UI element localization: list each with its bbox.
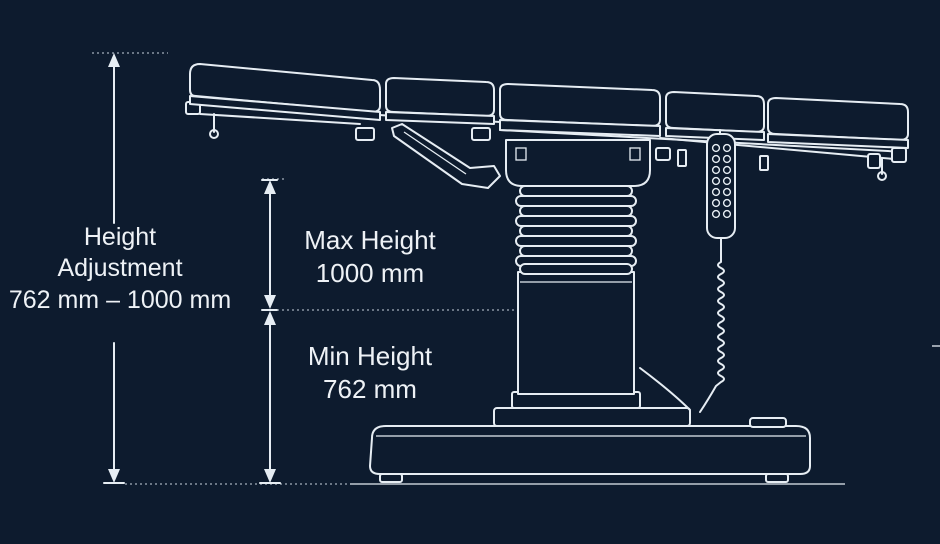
column-head bbox=[505, 139, 651, 187]
min-height-label: Min Height 762 mm bbox=[290, 340, 450, 405]
height-adjustment-line2: Adjustment bbox=[57, 254, 183, 283]
max-height-dimension-arrow bbox=[261, 179, 278, 309]
max-height-value: 1000 mm bbox=[315, 257, 425, 288]
max-height-title: Max Height bbox=[304, 225, 436, 255]
column-bellows bbox=[515, 185, 637, 275]
table-base bbox=[369, 407, 811, 483]
remote-buttons bbox=[711, 143, 732, 219]
height-adjustment-line1: Height bbox=[83, 223, 157, 251]
leg-section-lower bbox=[767, 97, 909, 141]
height-adjustment-label: Height Adjustment 762 mm – 1000 mm bbox=[0, 222, 240, 316]
table-top bbox=[189, 63, 909, 149]
remote-control bbox=[639, 129, 736, 413]
head-knob-right bbox=[629, 147, 641, 161]
back-section-linkage bbox=[391, 123, 501, 189]
height-adjustment-dimension-arrow bbox=[103, 53, 125, 484]
max-height-label: Max Height 1000 mm bbox=[290, 224, 450, 289]
leg-section-upper bbox=[665, 91, 765, 133]
min-height-dimension-arrow bbox=[259, 309, 281, 484]
min-height-value: 762 mm bbox=[323, 373, 417, 404]
height-adjustment-range: 762 mm – 1000 mm bbox=[8, 285, 232, 314]
seat-section bbox=[499, 83, 661, 127]
back-section bbox=[385, 77, 495, 117]
coiled-cable bbox=[699, 237, 725, 413]
min-height-title: Min Height bbox=[307, 341, 433, 371]
head-knob-left bbox=[515, 147, 527, 161]
lift-column bbox=[511, 271, 641, 409]
